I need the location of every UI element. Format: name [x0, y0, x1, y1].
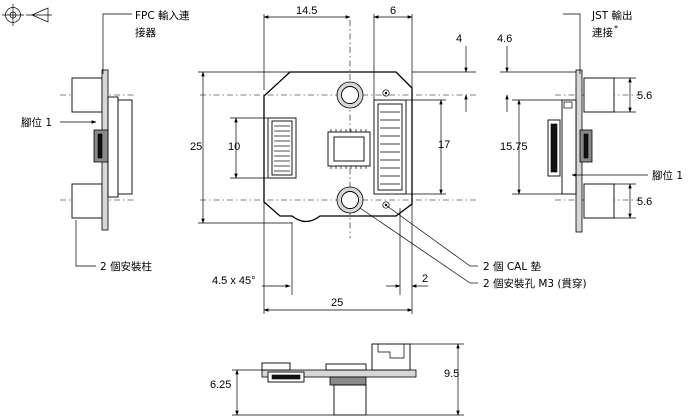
dim-4-6: 4.6: [497, 33, 576, 112]
projection-symbol-icon: [2, 4, 52, 26]
cal-pad-label: 2 個 CAL 墊: [483, 260, 542, 273]
dim-chamfer: 4.5 x 45°: [212, 202, 293, 314]
left-side-view: [60, 69, 135, 231]
dim-4: 4: [412, 33, 476, 112]
dim-5-6-top: 5.6: [614, 77, 652, 113]
dim-25-horizontal: 25: [263, 297, 413, 312]
svg-text:10: 10: [228, 141, 240, 153]
dim-14-5: 14.5: [263, 5, 351, 90]
fpc-connector-label-1: FPC 輸入連: [135, 9, 190, 22]
svg-text:6.25: 6.25: [210, 379, 231, 391]
svg-text:9.5: 9.5: [444, 368, 459, 380]
dim-15-75: 15.75: [500, 99, 562, 195]
mount-hole-label: 2 個安裝孔 M3 (貫穿): [483, 277, 587, 290]
svg-text:4: 4: [456, 33, 462, 45]
svg-text:5.6: 5.6: [637, 196, 652, 208]
svg-text:25: 25: [331, 297, 343, 309]
svg-text:6: 6: [390, 5, 396, 17]
pin1-right-label: 腳位 1: [652, 169, 683, 182]
dim-6-25: 6.25: [210, 369, 334, 416]
dim-5-6-bottom: 5.6: [614, 183, 652, 219]
pin1-left-label: 腳位 1: [21, 116, 52, 129]
jst-note-mark: *: [614, 24, 618, 33]
dim-2: 2: [386, 204, 428, 314]
svg-text:14.5: 14.5: [296, 5, 317, 17]
dim-9-5: 9.5: [366, 343, 464, 416]
right-side-view: [547, 69, 640, 233]
svg-text:17: 17: [438, 139, 450, 151]
svg-text:5.6: 5.6: [637, 90, 652, 102]
svg-text:15.75: 15.75: [500, 141, 528, 153]
dim-25-vertical: 25: [190, 71, 292, 224]
dim-6: 6: [373, 5, 413, 100]
jst-connector-label-2: 連接: [592, 26, 613, 39]
fpc-connector-label-2: 接器: [135, 26, 156, 39]
dim-17: 17: [406, 99, 450, 195]
svg-text:25: 25: [190, 141, 202, 153]
jst-connector-label-1: JST 輸出: [591, 9, 633, 22]
dim-10: 10: [228, 117, 268, 179]
standoff-label: 2 個安裝柱: [100, 260, 153, 273]
main-board: [200, 20, 476, 238]
svg-text:4.6: 4.6: [497, 33, 512, 45]
svg-text:4.5 x 45°: 4.5 x 45°: [212, 275, 256, 287]
bottom-side-view: [261, 343, 417, 416]
svg-text:2: 2: [422, 273, 428, 285]
